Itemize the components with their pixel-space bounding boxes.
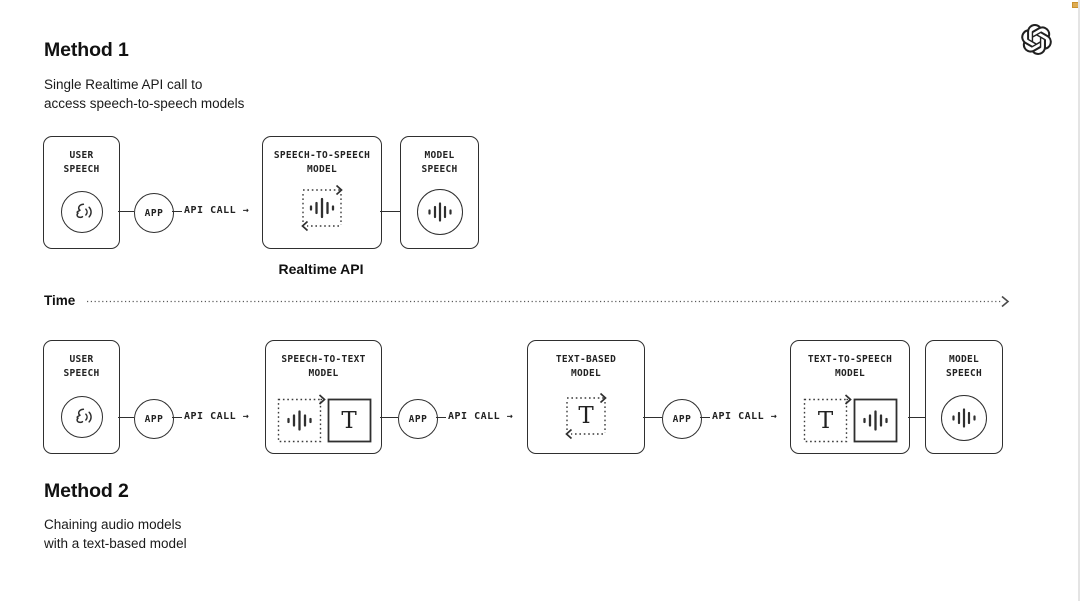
left-arrow-icon (565, 428, 573, 440)
right-arrow-icon (318, 394, 326, 405)
speech-to-speech-model-box: SPEECH-TO-SPEECH MODEL (262, 136, 382, 249)
app-node: APP (134, 193, 174, 233)
speech-to-speech-model-label: SPEECH-TO-SPEECH MODEL (273, 150, 371, 175)
user-speech-box: USER SPEECH (43, 136, 120, 249)
connector-line (908, 417, 925, 418)
text-based-model-box: TEXT-BASED MODEL T (527, 340, 645, 454)
connector-line (118, 211, 134, 212)
connector-line (643, 417, 662, 418)
text-t-icon: T (328, 399, 371, 442)
speech-to-text-model-box: SPEECH-TO-TEXT MODEL T (265, 340, 382, 454)
connector-line (380, 417, 398, 418)
right-arrow-icon (844, 394, 852, 405)
text-t-icon: T (804, 399, 847, 442)
audio-waveform-icon (427, 202, 452, 222)
speaking-profile-icon (76, 408, 92, 423)
model-speech-label: MODEL SPEECH (421, 150, 458, 175)
app-node: APP (662, 399, 702, 439)
text-to-speech-model-box: TEXT-TO-SPEECH MODEL T (790, 340, 910, 454)
speech-to-text-icon: T (276, 391, 372, 445)
connector-line (118, 417, 134, 418)
method2-title: Method 2 (44, 480, 129, 502)
model-speech-label: MODEL SPEECH (945, 354, 983, 379)
user-speech-icon (60, 191, 103, 233)
audio-waveform-icon (952, 408, 976, 428)
text-based-loop-icon: T (560, 391, 612, 441)
t-glyph: T (341, 407, 357, 434)
right-edge-divider (1078, 0, 1080, 601)
right-arrow-icon (1001, 295, 1010, 308)
model-speech-icon (941, 395, 987, 441)
method2-subtitle: Chaining audio models with a text-based … (44, 517, 187, 551)
model-speech-box: MODEL SPEECH (400, 136, 479, 249)
model-speech-icon (416, 189, 463, 235)
time-axis-line (87, 295, 1010, 308)
connector-line (436, 417, 446, 418)
connector-line (172, 417, 182, 418)
left-arrow-icon (301, 220, 309, 232)
app-label: APP (672, 413, 692, 425)
realtime-api-caption: Realtime API (278, 261, 364, 277)
app-label: APP (408, 413, 428, 425)
openai-logo-icon (1021, 24, 1052, 55)
api-call-label: API CALL → (184, 205, 250, 216)
api-call-label: API CALL → (184, 411, 250, 422)
connector-line (172, 211, 182, 212)
audio-waveform-icon (286, 410, 312, 431)
api-call-label: API CALL → (712, 411, 778, 422)
api-call-label: API CALL → (448, 411, 514, 422)
user-speech-box: USER SPEECH (43, 340, 120, 454)
audio-waveform-icon (309, 197, 335, 219)
time-label: Time (44, 293, 76, 308)
dotted-loop-arrows-icon (565, 392, 607, 440)
speech-to-text-model-label: SPEECH-TO-TEXT MODEL (281, 354, 366, 379)
text-based-model-label: TEXT-BASED MODEL (555, 354, 617, 379)
model-speech-box: MODEL SPEECH (925, 340, 1003, 454)
speech-to-speech-loop-icon (296, 183, 348, 233)
right-arrow-icon (335, 184, 343, 196)
user-speech-icon (60, 396, 103, 438)
app-label: APP (144, 207, 164, 219)
dotted-loop-arrows-icon (301, 184, 343, 232)
connector-line (380, 211, 400, 212)
text-to-speech-model-label: TEXT-TO-SPEECH MODEL (807, 354, 893, 379)
user-speech-label: USER SPEECH (63, 150, 100, 175)
text-t-icon: T (567, 398, 605, 434)
method1-title: Method 1 (44, 39, 129, 61)
text-to-waveform-icon (803, 394, 898, 443)
text-to-speech-icon: T (802, 391, 898, 445)
app-node: APP (398, 399, 438, 439)
t-glyph: T (817, 407, 834, 434)
app-node: APP (134, 399, 174, 439)
right-arrow-icon (599, 392, 607, 404)
speaking-profile-icon (76, 203, 92, 218)
method1-subtitle: Single Realtime API call to access speec… (44, 77, 245, 111)
t-glyph: T (578, 403, 594, 429)
app-label: APP (144, 413, 164, 425)
connector-line (700, 417, 710, 418)
waveform-to-text-icon (277, 394, 371, 443)
user-speech-label: USER SPEECH (63, 354, 100, 379)
audio-waveform-icon (863, 410, 888, 431)
